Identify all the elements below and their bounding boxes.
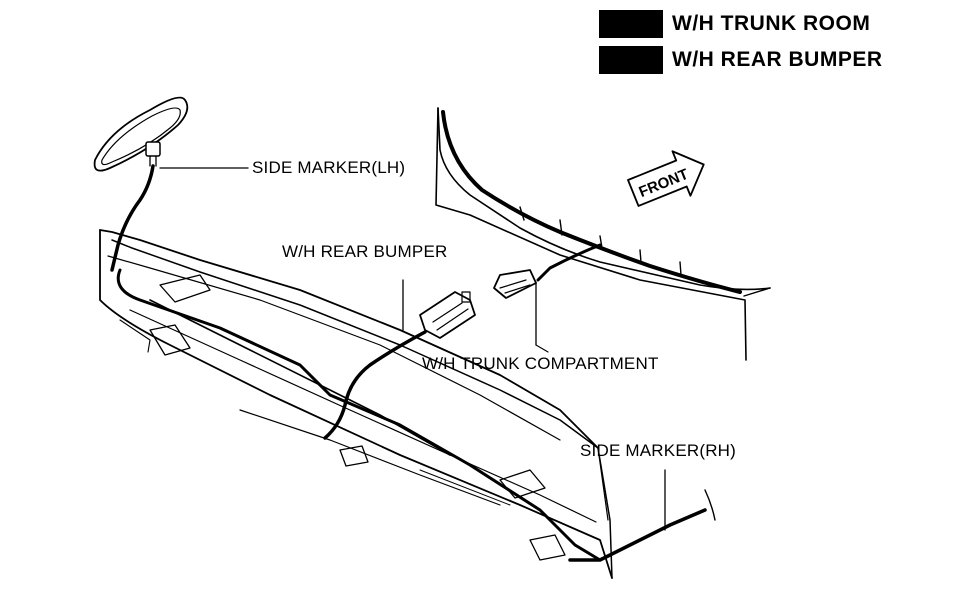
- callout-wh-rear-bumper: W/H REAR BUMPER: [282, 242, 448, 261]
- side-marker-rh-wire: [568, 508, 707, 562]
- trunk-compartment-connector: [493, 269, 537, 299]
- callout-side-marker-lh: SIDE MARKER(LH): [252, 158, 406, 177]
- callout-wh-trunk-compartment: W/H TRUNK COMPARTMENT: [422, 354, 659, 373]
- body-panel: [435, 107, 771, 361]
- rear-bumper-wire-center: [323, 330, 427, 440]
- legend-label-rear-bumper: W/H REAR BUMPER: [672, 48, 883, 71]
- legend-swatch-trunk-room: [599, 10, 663, 38]
- callout-side-marker-rh: SIDE MARKER(RH): [580, 441, 737, 460]
- legend-label-trunk-room: W/H TRUNK ROOM: [672, 12, 871, 35]
- side-marker-lh-wire: [110, 164, 155, 272]
- bumper-harness-main: [116, 268, 602, 562]
- legend-swatch-rear-bumper: [599, 46, 663, 74]
- rear-bumper-connector: [419, 291, 476, 339]
- bumper-harness-lower: [149, 299, 451, 456]
- trunk-room-wire: [441, 110, 742, 294]
- side-marker-lh-lamp: [93, 96, 189, 172]
- trunk-room-branch: [536, 243, 602, 282]
